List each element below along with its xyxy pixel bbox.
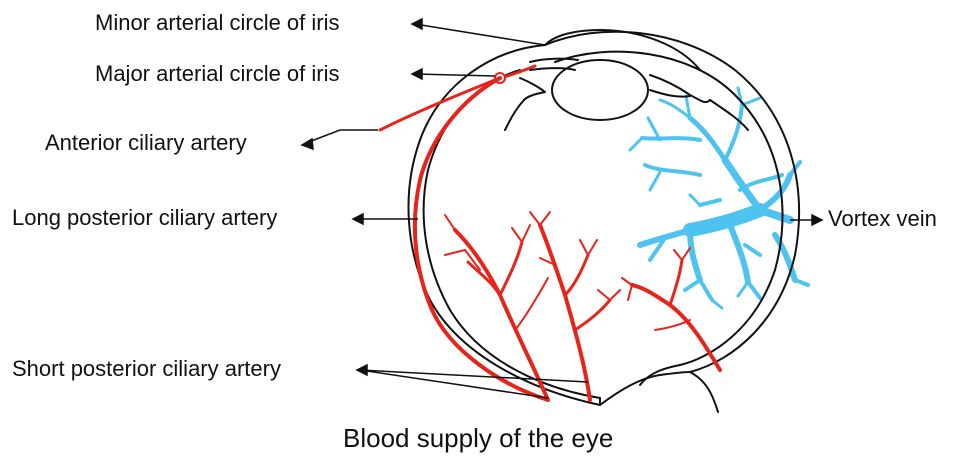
label-short-posterior-ciliary-artery: Short posterior ciliary artery bbox=[12, 356, 281, 381]
label-long-posterior-ciliary-artery: Long posterior ciliary artery bbox=[12, 205, 278, 230]
figure-caption: Blood supply of the eye bbox=[343, 423, 614, 453]
label-minor-arterial-circle: Minor arterial circle of iris bbox=[95, 10, 340, 35]
label-vortex-vein: Vortex vein bbox=[828, 206, 937, 231]
label-major-arterial-circle: Major arterial circle of iris bbox=[95, 61, 340, 86]
artery-vessels bbox=[378, 64, 722, 402]
label-anterior-ciliary-artery: Anterior ciliary artery bbox=[45, 130, 247, 155]
leader-lines bbox=[300, 17, 824, 399]
